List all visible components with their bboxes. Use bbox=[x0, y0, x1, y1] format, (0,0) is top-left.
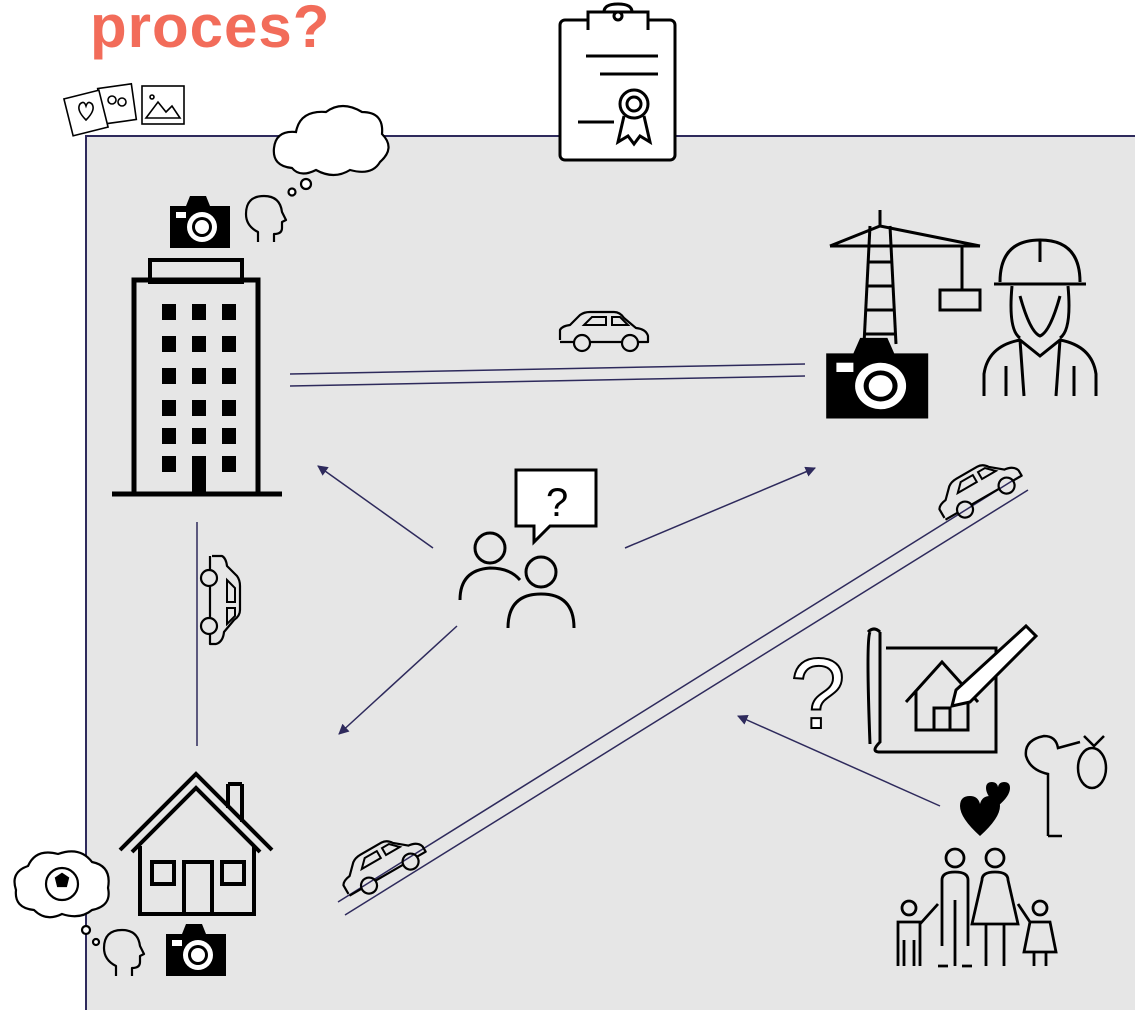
football-thought-icon bbox=[13, 850, 110, 947]
page-title: proces? bbox=[90, 0, 331, 60]
arrow-family-to-road bbox=[737, 715, 941, 807]
road-office-construction bbox=[289, 363, 806, 387]
crane-icon bbox=[829, 210, 982, 345]
question-mark: ? bbox=[546, 481, 568, 525]
photo-stack-icon bbox=[62, 82, 185, 137]
arrow-to-office bbox=[317, 465, 434, 549]
arrow-to-house bbox=[338, 625, 458, 735]
thought-cloud-icon bbox=[272, 104, 390, 197]
house-plan-icon bbox=[866, 623, 1039, 754]
hearts-icon bbox=[960, 782, 1010, 836]
stork-baby-icon bbox=[1024, 734, 1108, 838]
office-building-icon bbox=[112, 258, 282, 497]
house-icon bbox=[118, 771, 274, 916]
question-mark: ? bbox=[790, 638, 846, 750]
arrow-to-construction bbox=[624, 466, 816, 549]
people-question-icon bbox=[458, 468, 598, 629]
road-house-construction bbox=[337, 475, 1029, 916]
worker-icon bbox=[982, 238, 1098, 397]
family-icon bbox=[896, 847, 1058, 968]
certificate-icon bbox=[558, 2, 677, 162]
